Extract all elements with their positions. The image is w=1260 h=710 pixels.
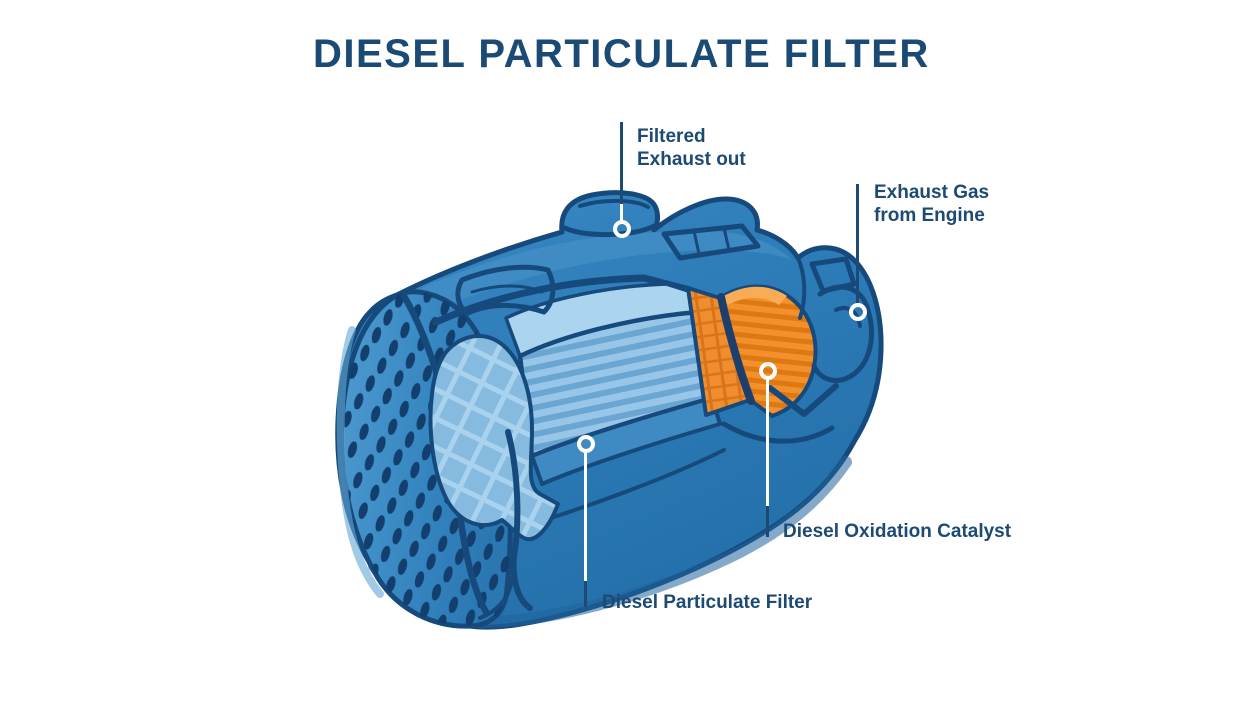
- filtered-exhaust-marker: [612, 219, 631, 238]
- diesel-particulate-filter-marker: [576, 434, 595, 453]
- filtered-exhaust-leader-line-white: [620, 204, 623, 220]
- diesel-oxidation-catalyst-leader-line: [766, 506, 769, 537]
- diesel-oxidation-catalyst-label: Diesel Oxidation Catalyst: [783, 521, 1012, 542]
- filtered-exhaust-label-line2: Exhaust out: [637, 148, 746, 170]
- diesel-particulate-filter-leader-line-white: [584, 453, 587, 581]
- exhaust-gas-marker: [848, 303, 867, 321]
- outlet-pipe: [562, 198, 657, 237]
- diesel-oxidation-catalyst-block: [686, 284, 818, 418]
- diesel-particulate-filter-leader-line: [584, 581, 587, 607]
- diesel-oxidation-catalyst-leader-line-white: [766, 380, 769, 506]
- cutaway-interior: [428, 274, 726, 611]
- diesel-oxidation-catalyst-marker: [758, 361, 777, 380]
- exhaust-gas-label-line1: Exhaust Gas: [874, 182, 990, 203]
- exhaust-gas-leader-line: [856, 184, 859, 303]
- filtered-exhaust-label-line1: Filtered: [637, 126, 706, 147]
- exhaust-gas-label-line2: from Engine: [874, 204, 985, 226]
- exhaust-gas-label: Exhaust Gas from Engine: [874, 182, 989, 227]
- dpf-substrate-end-face: [428, 333, 560, 542]
- filtered-exhaust-leader-line: [620, 122, 623, 204]
- dpf-substrate-front-face: [517, 309, 715, 459]
- filtered-exhaust-label: Filtered Exhaust out: [637, 126, 746, 171]
- page-title: DIESEL PARTICULATE FILTER: [313, 32, 930, 76]
- diesel-particulate-filter-label: Diesel Particulate Filter: [602, 592, 813, 613]
